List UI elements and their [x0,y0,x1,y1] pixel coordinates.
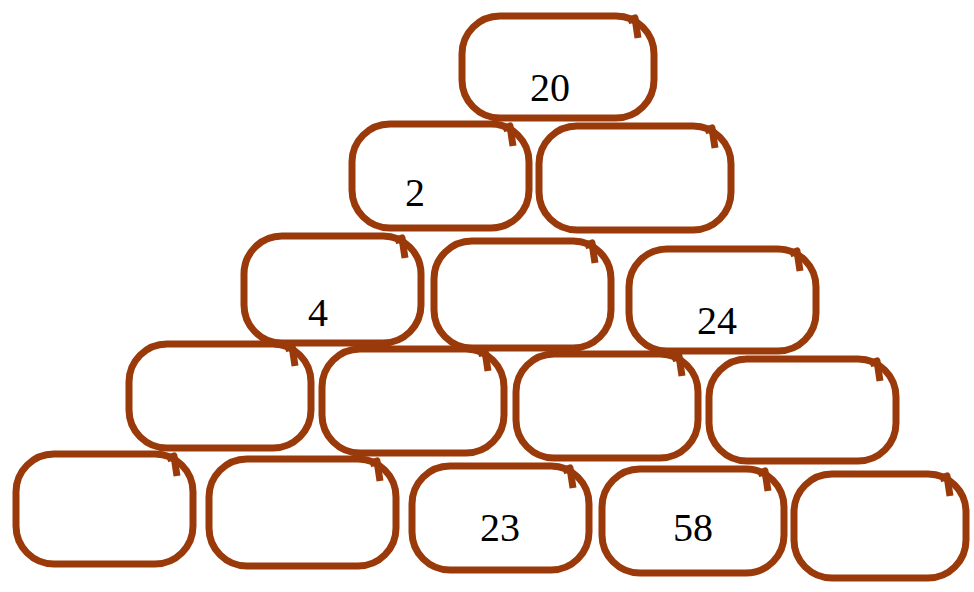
brick-number: 4 [308,293,328,333]
brick-hook [395,238,405,258]
brick-shape [602,469,784,573]
brick-hook [758,471,768,491]
brick-number: 20 [530,68,570,108]
empty-brick [209,459,396,566]
pyramid-brick: 4 [240,232,425,347]
empty-brick [539,126,731,230]
brick-hook [790,251,800,271]
pyramid-brick: 24 [625,245,820,355]
brick-shape [412,466,589,570]
brick-number: 58 [673,508,713,548]
empty-brick [794,474,966,578]
pyramid-brick: 23 [408,462,593,574]
empty-brick [709,359,896,461]
brick-hook [628,18,638,38]
brick-shape [629,249,816,351]
brick-hook [563,468,573,488]
pyramid-brick: 58 [598,465,788,577]
pyramid-brick: 20 [458,12,658,122]
brick-shape [244,236,421,343]
brick-number: 23 [480,508,520,548]
brick-outline [348,120,533,232]
brick-number: 2 [405,173,425,213]
empty-brick [516,354,698,458]
empty-brick [322,349,504,453]
brick-number: 24 [697,301,737,341]
empty-brick [434,241,611,348]
brick-hook [503,126,513,146]
brick-shape [462,16,654,118]
pyramid-brick: 2 [348,120,533,232]
empty-brick [129,344,311,448]
empty-brick [16,454,193,564]
brick-shape [352,124,529,228]
brick-outline [240,232,425,347]
